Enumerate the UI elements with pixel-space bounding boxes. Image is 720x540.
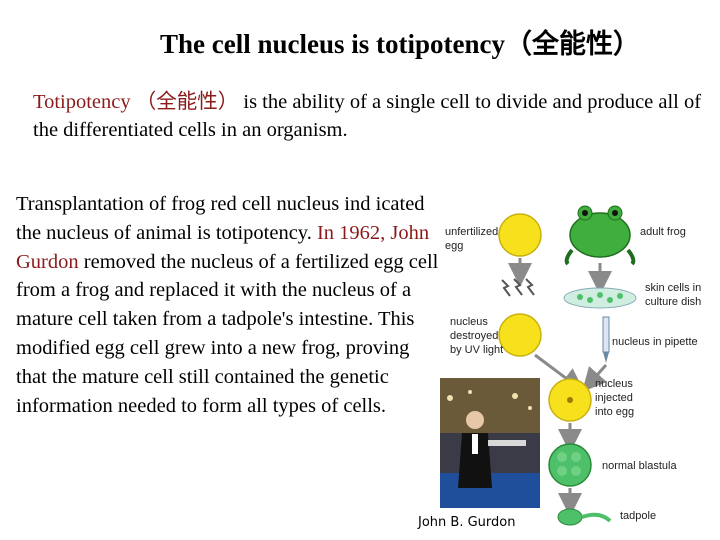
- arrow-pipette-down: [582, 364, 608, 392]
- nuclear-transfer-diagram: unfertilized egg nucleus destroyed by UV…: [445, 205, 701, 526]
- culture-dish-icon: [563, 287, 637, 309]
- label-skin-cells-1: skin cells in: [645, 282, 701, 294]
- adult-frog-icon: [564, 205, 636, 266]
- gurdon-photo: [440, 378, 540, 508]
- label-destroyed-1: nucleus: [450, 316, 488, 328]
- label-skin-cells-2: culture dish: [645, 296, 701, 308]
- label-destroyed-2: destroyed: [450, 330, 498, 342]
- pipette-icon: [602, 316, 610, 363]
- body-paragraph: Transplantation of frog red cell nucleus…: [16, 190, 441, 420]
- definition-text: is the ability of a single cell to divid…: [33, 91, 702, 141]
- definition-term: Totipotency （全能性）: [33, 91, 239, 113]
- body-highlight: In 1962, John Gurdon: [16, 221, 430, 273]
- body-text-2: removed the nucleus of a fertilized egg …: [16, 250, 439, 417]
- label-injected-1: nucleus: [595, 378, 633, 390]
- label-unfertilized-2: egg: [445, 240, 463, 252]
- blastula-icon: [548, 443, 592, 487]
- label-destroyed-3: by UV light: [450, 344, 503, 356]
- enucleated-egg: [498, 313, 542, 357]
- label-injected-2: injected: [595, 392, 633, 404]
- photo-caption: John B. Gurdon: [418, 515, 516, 530]
- tadpole-icon: [557, 508, 612, 526]
- slide-title: The cell nucleus is totipotency（全能性）: [160, 29, 640, 59]
- label-nucleus-pipette: nucleus in pipette: [612, 336, 698, 348]
- label-injected-3: into egg: [595, 406, 634, 418]
- label-blastula: normal blastula: [602, 460, 677, 472]
- label-unfertilized-1: unfertilized: [445, 226, 498, 238]
- definition-paragraph: Totipotency （全能性） is the ability of a si…: [33, 88, 703, 144]
- uv-light-icon: [501, 278, 535, 297]
- label-tadpole: tadpole: [620, 510, 656, 522]
- unfertilized-egg: [498, 213, 542, 257]
- label-adult-frog: adult frog: [640, 226, 686, 238]
- body-text-1: Transplantation of frog red cell nucleus…: [16, 193, 425, 244]
